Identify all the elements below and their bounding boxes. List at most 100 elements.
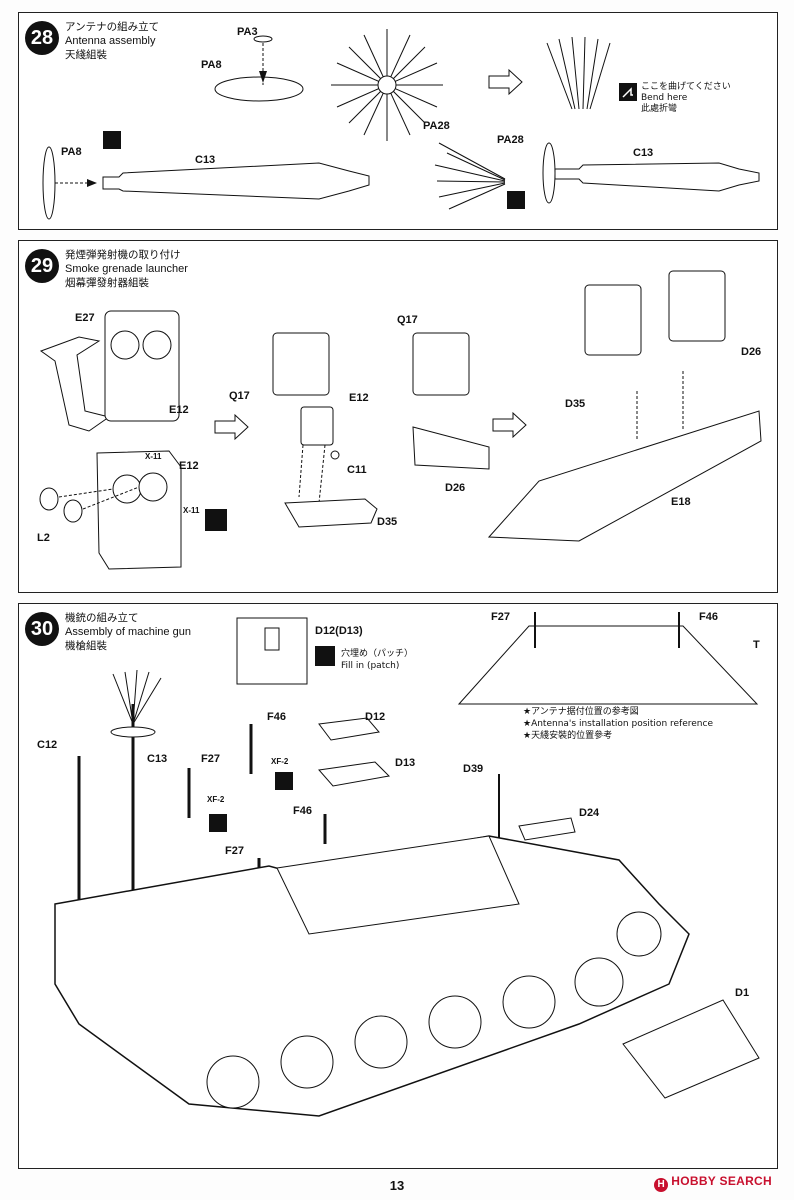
step-29-title-ja: 発煙弾発射機の取り付け bbox=[65, 249, 181, 261]
c11-part bbox=[330, 450, 340, 460]
superstructure bbox=[276, 835, 520, 935]
label-pa3: PA3 bbox=[237, 26, 258, 38]
arrow-icon bbox=[259, 71, 267, 83]
patch-note-en: Fill in (patch) bbox=[341, 661, 399, 671]
step-29-number: 29 bbox=[25, 249, 59, 283]
label-d26-a: D26 bbox=[445, 482, 465, 494]
label-e12-a: E12 bbox=[169, 404, 189, 416]
label-xf2-b: XF-2 bbox=[207, 795, 225, 804]
step-30-title-ja: 機銃の組み立て bbox=[65, 612, 139, 624]
paint-brush-icon bbox=[275, 772, 293, 790]
guide-line bbox=[298, 444, 304, 498]
label-pa8-lower: PA8 bbox=[61, 146, 82, 158]
e18-hull-part bbox=[487, 410, 762, 542]
label-d26-b: D26 bbox=[741, 346, 761, 358]
e12-small-part bbox=[300, 406, 334, 446]
q17-part bbox=[272, 332, 330, 396]
patch-inset bbox=[236, 617, 308, 685]
label-l2: L2 bbox=[37, 532, 50, 544]
patch-note-ja: 穴埋め（パッチ） bbox=[341, 647, 413, 659]
step-28-title-en: Antenna assembly bbox=[65, 35, 156, 47]
label-patch-part: D12(D13) bbox=[315, 625, 363, 637]
step-28-diagram: PA3 PA8 PA28 ここを曲げてください Bend here 此處折彎 P bbox=[42, 26, 760, 220]
step-arrow-icon bbox=[214, 413, 249, 441]
step-29-titles: 発煙弾発射機の取り付け Smoke grenade launcher 烟幕彈發射… bbox=[65, 248, 188, 290]
label-xf2-a: XF-2 bbox=[271, 757, 289, 766]
paint-brush-icon bbox=[209, 814, 227, 832]
antenna-star-top bbox=[112, 669, 162, 725]
d1-part bbox=[622, 999, 760, 1099]
label-f46-a: F46 bbox=[267, 711, 286, 723]
label-q17-a: Q17 bbox=[229, 390, 250, 402]
label-f27-a: F27 bbox=[201, 753, 220, 765]
d12-part bbox=[318, 717, 380, 741]
guide-line bbox=[58, 488, 114, 498]
antenna-reference-drawing bbox=[457, 625, 759, 705]
label-d13: D13 bbox=[395, 757, 415, 769]
label-c13-antenna: C13 bbox=[147, 753, 167, 765]
label-f46-ref: F46 bbox=[699, 611, 718, 623]
label-c13: C13 bbox=[195, 154, 215, 166]
e27-part bbox=[39, 336, 111, 432]
step-30-title-en: Assembly of machine gun bbox=[65, 626, 191, 638]
pa8-disc-assembled bbox=[542, 142, 556, 204]
watermark-text: HOBBY SEARCH bbox=[671, 1174, 772, 1188]
step-28-titles: アンテナの組み立て Antenna assembly 天綫組裝 bbox=[65, 20, 159, 62]
label-e27: E27 bbox=[75, 312, 95, 324]
arrow-icon bbox=[87, 179, 97, 187]
e12-socket bbox=[138, 472, 168, 502]
d24-part bbox=[518, 817, 576, 841]
ref-note-zh: ★天綫安裝的位置參考 bbox=[523, 729, 612, 741]
label-f46-b: F46 bbox=[293, 805, 312, 817]
e12-socket bbox=[112, 474, 142, 504]
d35-part bbox=[284, 498, 378, 528]
label-x11-b: X-11 bbox=[183, 506, 200, 515]
cement-icon bbox=[507, 191, 525, 209]
callout-bend-en: Bend here bbox=[641, 93, 688, 103]
label-e12-c: E12 bbox=[349, 392, 369, 404]
e12-tube bbox=[142, 330, 172, 360]
l2-part bbox=[39, 487, 59, 511]
label-f27-ref: F27 bbox=[491, 611, 510, 623]
step-29-panel: 29 発煙弾発射機の取り付け Smoke grenade launcher 烟幕… bbox=[18, 240, 778, 593]
hobbysearch-logo-icon: H bbox=[654, 1178, 669, 1192]
pa8-disc-top bbox=[110, 726, 156, 738]
step-30-number: 30 bbox=[25, 612, 59, 646]
label-c13-lower: C13 bbox=[633, 147, 653, 159]
step-28-title-zh: 天綫組裝 bbox=[65, 49, 107, 61]
guide-line bbox=[318, 444, 326, 504]
step-28-panel: 28 アンテナの組み立て Antenna assembly 天綫組裝 PA3 P… bbox=[18, 12, 778, 230]
label-d39: D39 bbox=[463, 763, 483, 775]
label-pa8: PA8 bbox=[201, 59, 222, 71]
label-d1: D1 bbox=[735, 987, 749, 999]
label-c11: C11 bbox=[347, 464, 367, 476]
pa28-star bbox=[331, 29, 443, 141]
step-29-title-en: Smoke grenade launcher bbox=[65, 263, 188, 275]
step-28-number: 28 bbox=[25, 21, 59, 55]
step-arrow-icon bbox=[488, 68, 523, 96]
ref-note-en: ★Antenna's installation position referen… bbox=[523, 719, 713, 729]
bend-arrow-icon bbox=[622, 87, 633, 98]
page-number: 13 bbox=[389, 1178, 405, 1193]
step-30-diagram: D12(D13) 穴埋め（パッチ） Fill in (patch) F27 F4… bbox=[37, 611, 760, 1117]
c13-assembled bbox=[554, 162, 760, 192]
c13-base-part bbox=[102, 162, 370, 200]
callout-bend-ja: ここを曲げてください bbox=[641, 81, 731, 92]
label-t: T bbox=[753, 639, 760, 651]
launcher-assembled bbox=[668, 270, 726, 342]
step-arrow-icon bbox=[492, 411, 527, 439]
label-c12: C12 bbox=[37, 739, 57, 751]
label-f27-b: F27 bbox=[225, 845, 244, 857]
label-pa28: PA28 bbox=[423, 120, 450, 132]
guide-line bbox=[82, 486, 140, 510]
pa28-bent-wires bbox=[546, 36, 611, 110]
launcher-assembled bbox=[584, 284, 642, 356]
ref-note-ja: ★アンテナ据付位置の参考図 bbox=[523, 705, 639, 717]
patch-detail bbox=[264, 627, 280, 651]
pa28-bundle bbox=[434, 142, 506, 210]
paint-brush-icon bbox=[205, 509, 227, 531]
d26-part bbox=[412, 426, 490, 470]
step-30-titles: 機銃の組み立て Assembly of machine gun 機槍組裝 bbox=[65, 611, 191, 653]
step-29-diagram: E27 E12 X-11 E12 X-11 L2 Q17 E12 C11 D35… bbox=[37, 270, 762, 570]
